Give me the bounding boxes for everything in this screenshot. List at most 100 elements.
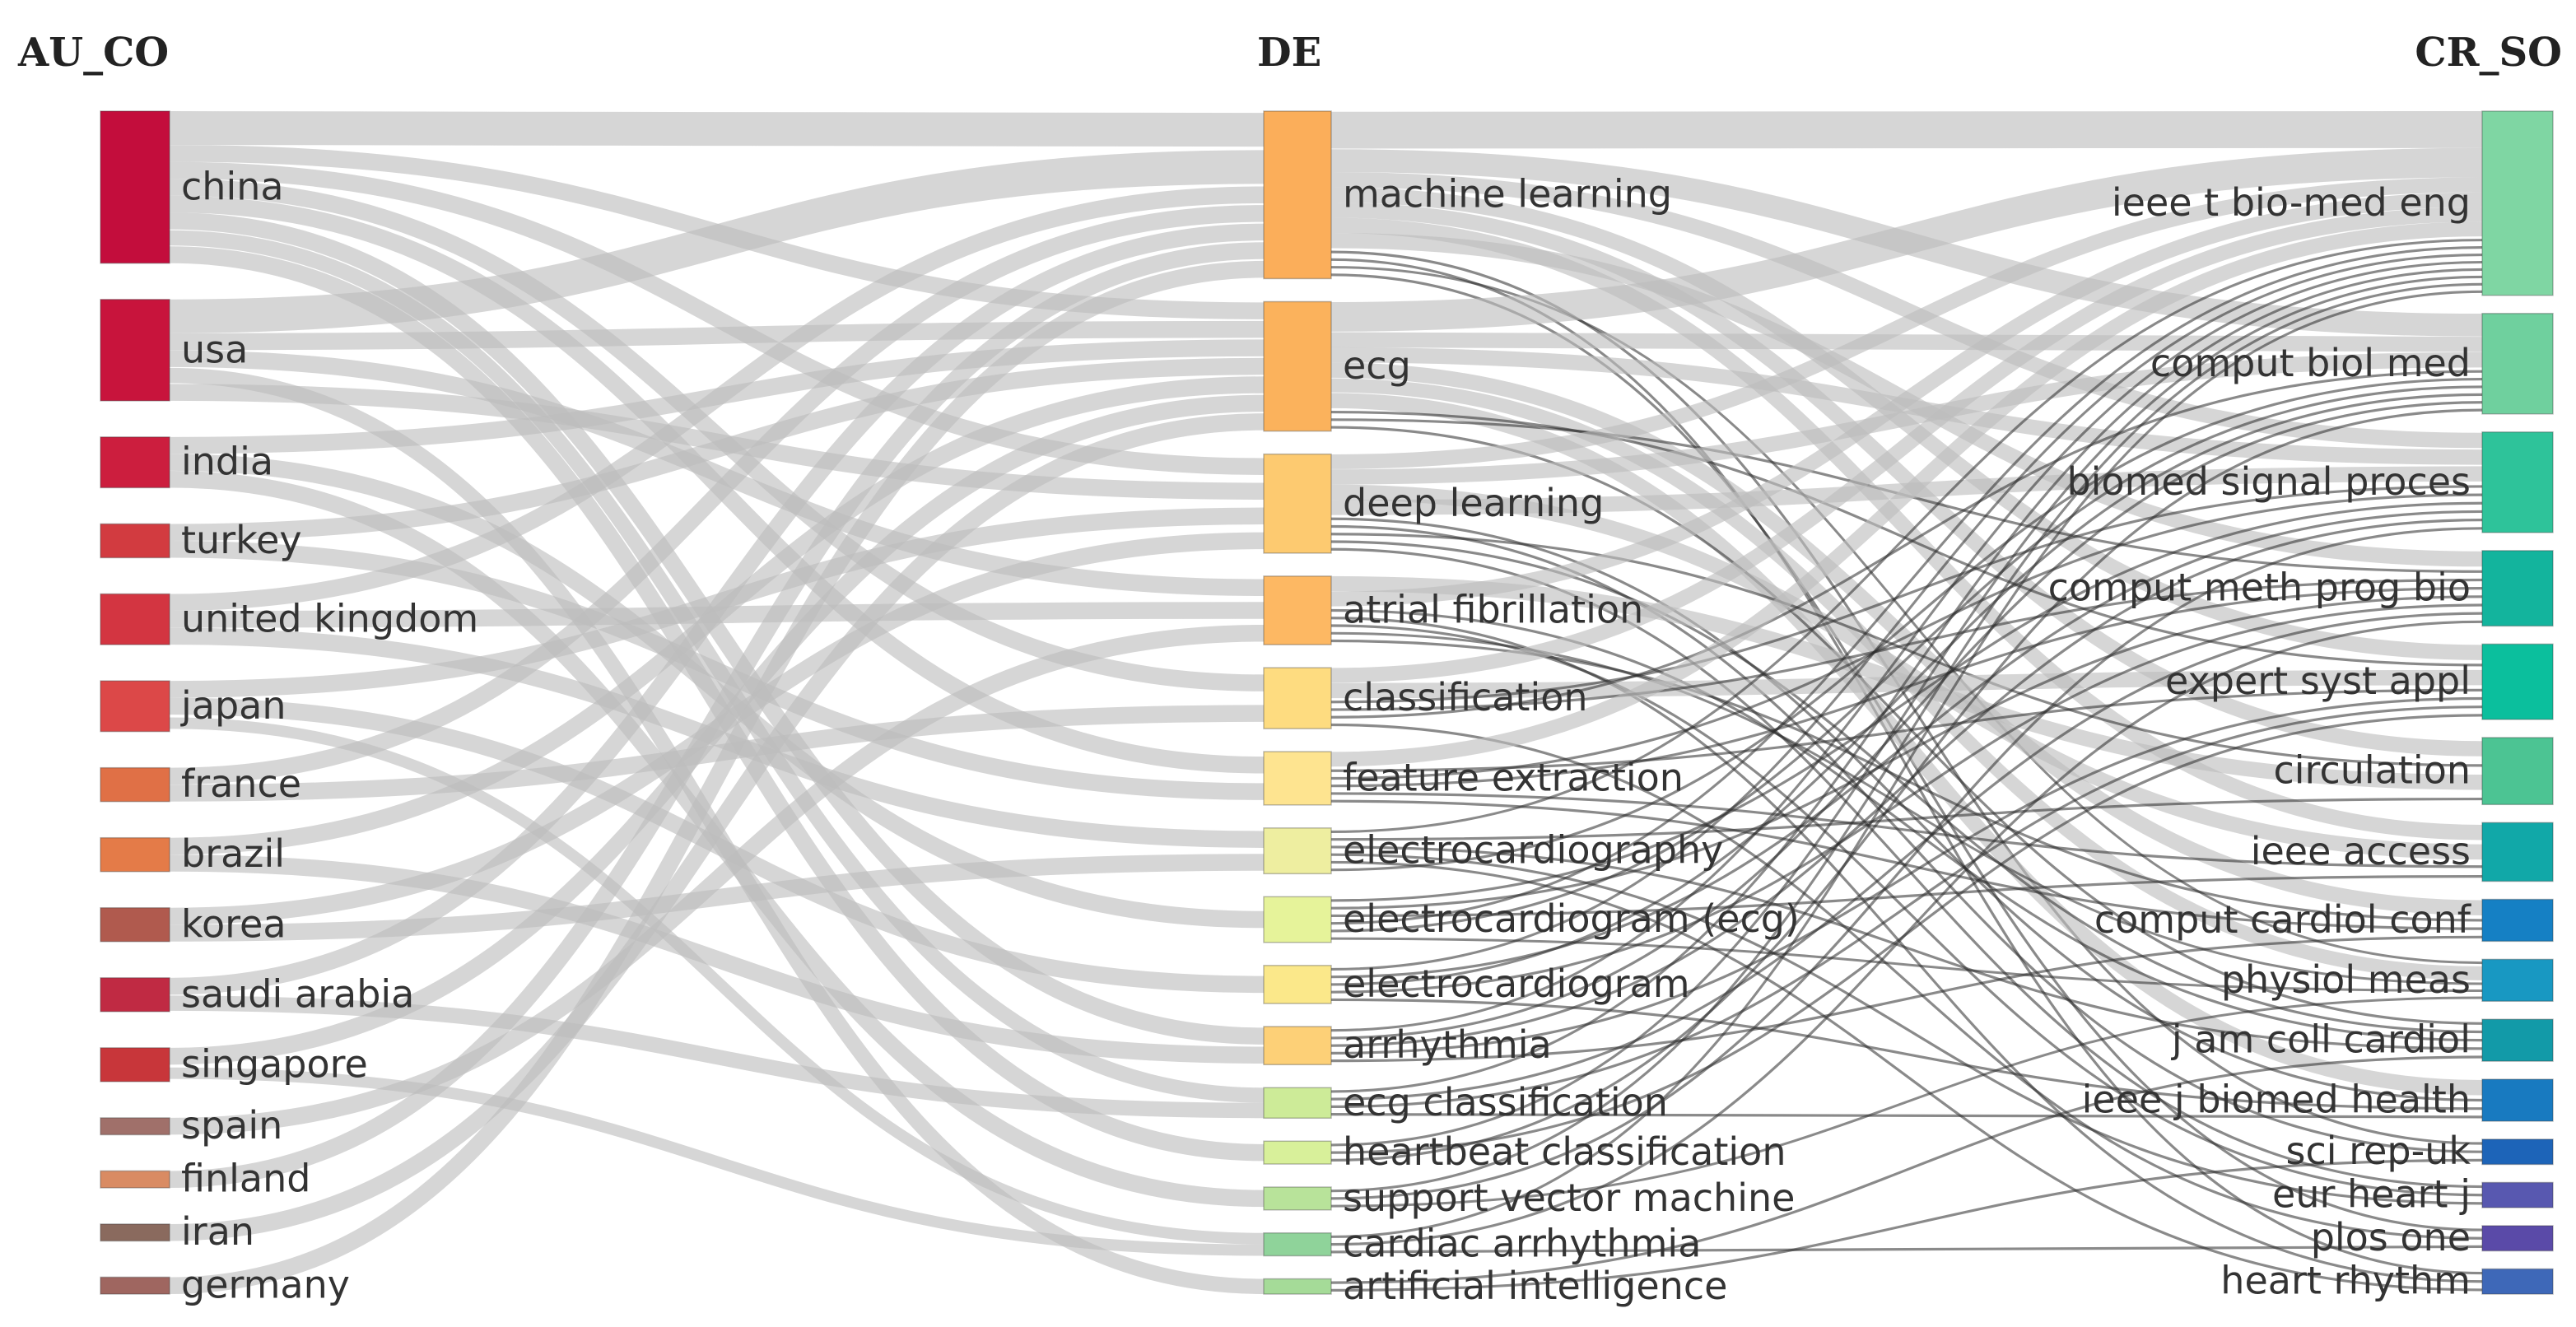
label-de-electrocardiogram: electrocardiogram	[1343, 961, 1690, 1006]
link-india-to-electrocardiogram-ecg	[169, 454, 1265, 929]
node-au-co-united-kingdom[interactable]	[100, 593, 170, 645]
node-au-co-singapore[interactable]	[100, 1047, 170, 1083]
node-de-ecg-classification[interactable]	[1263, 1087, 1332, 1120]
column-title-au-co: AU_CO	[17, 30, 169, 76]
label-de-machine-learning: machine learning	[1343, 172, 1672, 217]
node-cr-so-expert-syst-appl[interactable]	[2481, 643, 2554, 720]
node-cr-so-comput-biol-med[interactable]	[2481, 313, 2554, 415]
link-electrocardiography-to-comput-biol-med	[1330, 377, 2483, 872]
label-au-co-singapore: singapore	[181, 1041, 368, 1086]
node-cr-so-circulation[interactable]	[2481, 737, 2554, 806]
label-de-arrhythmia: arrhythmia	[1343, 1022, 1552, 1067]
label-cr-so-comput-biol-med: comput biol med	[2150, 341, 2471, 385]
label-au-co-china: china	[181, 164, 284, 208]
node-de-atrial-fibrillation[interactable]	[1263, 575, 1332, 645]
node-de-feature-extraction[interactable]	[1263, 751, 1332, 806]
link-heartbeat-classification-to-comput-biol-med	[1330, 408, 2483, 1162]
link-atrial-fibrillation-to-comput-cardiol-conf	[1330, 639, 2483, 922]
link-machine-learning-to-circulation	[1330, 202, 2483, 757]
node-de-electrocardiography[interactable]	[1263, 827, 1332, 875]
node-de-heartbeat-classification[interactable]	[1263, 1140, 1332, 1165]
link-electrocardiogram-to-comput-meth-prog-bio	[1330, 603, 2483, 994]
node-de-electrocardiogram-ecg[interactable]	[1263, 896, 1332, 943]
link-feature-extraction-to-comput-meth-prog-bio	[1330, 587, 2483, 788]
node-de-artificial-intelligence[interactable]	[1263, 1278, 1332, 1295]
node-cr-so-comput-meth-prog-bio[interactable]	[2481, 550, 2554, 627]
label-de-electrocardiography: electrocardiography	[1343, 828, 1723, 873]
link-classification-to-comput-biol-med	[1330, 370, 2483, 719]
node-au-co-japan[interactable]	[100, 680, 170, 733]
node-au-co-brazil[interactable]	[100, 836, 170, 873]
link-support-vector-machine-to-physiol-meas	[1330, 996, 2483, 1208]
node-cr-so-plos-one[interactable]	[2481, 1225, 2554, 1252]
node-de-ecg[interactable]	[1263, 300, 1332, 432]
link-deep-learning-to-sci-rep-uk	[1330, 524, 2483, 1153]
node-cr-so-sci-rep-uk[interactable]	[2481, 1138, 2554, 1166]
link-feature-extraction-to-biomed-signal-proces	[1330, 493, 2483, 780]
node-au-co-germany[interactable]	[100, 1276, 170, 1295]
node-au-co-usa[interactable]	[100, 298, 170, 402]
node-de-machine-learning[interactable]	[1263, 110, 1332, 280]
label-de-electrocardiogram-ecg: electrocardiogram (ecg)	[1343, 896, 1800, 941]
link-feature-extraction-to-ieee-access	[1330, 792, 2483, 868]
label-cr-so-sci-rep-uk: sci rep-uk	[2286, 1129, 2471, 1173]
node-de-cardiac-arrhythmia[interactable]	[1263, 1232, 1332, 1257]
node-cr-so-comput-cardiol-conf[interactable]	[2481, 898, 2554, 943]
label-de-heartbeat-classification: heartbeat classification	[1343, 1129, 1786, 1174]
link-deep-learning-to-ieee-t-bio-med-eng	[1330, 177, 2483, 469]
link-arrhythmia-to-ieee-t-bio-med-eng	[1330, 260, 2483, 1032]
node-au-co-iran[interactable]	[100, 1223, 170, 1242]
link-atrial-fibrillation-to-physiol-meas	[1330, 631, 2483, 985]
link-electrocardiogram-ecg-to-comput-meth-prog-bio	[1330, 595, 2483, 910]
node-au-co-korea[interactable]	[100, 907, 170, 943]
label-au-co-saudi-arabia: saudi arabia	[181, 971, 414, 1016]
label-de-artificial-intelligence: artificial intelligence	[1343, 1264, 1727, 1308]
node-au-co-france[interactable]	[100, 766, 170, 803]
node-cr-so-j-am-coll-cardiol[interactable]	[2481, 1018, 2554, 1062]
link-electrocardiography-to-ieee-t-bio-med-eng	[1330, 239, 2483, 834]
node-de-classification[interactable]	[1263, 667, 1332, 729]
node-au-co-china[interactable]	[100, 110, 170, 264]
link-usa-to-ecg	[169, 320, 1265, 351]
link-electrocardiogram-to-ieee-t-bio-med-eng	[1330, 253, 2483, 971]
label-de-cardiac-arrhythmia: cardiac arrhythmia	[1343, 1222, 1701, 1266]
link-ecg-to-expert-syst-appl	[1330, 410, 2483, 667]
link-artificial-intelligence-to-j-am-coll-cardiol	[1330, 1055, 2483, 1284]
node-au-co-india[interactable]	[100, 436, 170, 489]
link-electrocardiogram-to-comput-biol-med	[1330, 393, 2483, 986]
link-france-to-classification	[169, 705, 1265, 802]
link-japan-to-cardiac-arrhythmia	[169, 717, 1265, 1245]
link-singapore-to-cardiac-arrhythmia	[169, 1067, 1265, 1256]
node-cr-so-ieee-t-bio-med-eng[interactable]	[2481, 110, 2554, 296]
node-de-deep-learning[interactable]	[1263, 453, 1332, 554]
label-cr-so-eur-heart-j: eur heart j	[2272, 1172, 2471, 1217]
link-ecg-classification-to-comput-meth-prog-bio	[1330, 612, 2483, 1101]
label-de-classification: classification	[1343, 675, 1588, 719]
link-germany-to-machine-learning	[169, 260, 1265, 1294]
node-de-arrhythmia[interactable]	[1263, 1026, 1332, 1066]
node-au-co-saudi-arabia[interactable]	[100, 977, 170, 1013]
node-cr-so-biomed-signal-proces[interactable]	[2481, 431, 2554, 533]
label-cr-so-biomed-signal-proces: biomed signal proces	[2066, 459, 2471, 504]
link-usa-to-atrial-fibrillation	[169, 350, 1265, 597]
label-au-co-united-kingdom: united kingdom	[181, 596, 478, 640]
node-cr-so-heart-rhythm[interactable]	[2481, 1268, 2554, 1295]
label-cr-so-j-am-coll-cardiol: j am coll cardiol	[2171, 1017, 2471, 1062]
node-au-co-turkey[interactable]	[100, 523, 170, 559]
node-cr-so-ieee-j-biomed-health[interactable]	[2481, 1078, 2554, 1122]
node-cr-so-eur-heart-j[interactable]	[2481, 1181, 2554, 1208]
node-au-co-finland[interactable]	[100, 1170, 170, 1189]
label-de-feature-extraction: feature extraction	[1343, 756, 1684, 800]
link-iran-to-ecg	[169, 413, 1265, 1241]
node-de-electrocardiogram[interactable]	[1263, 965, 1332, 1004]
link-electrocardiography-to-circulation	[1330, 797, 2483, 841]
label-au-co-india: india	[181, 440, 273, 484]
link-finland-to-machine-learning	[169, 242, 1265, 1188]
node-de-support-vector-machine[interactable]	[1263, 1186, 1332, 1211]
node-au-co-spain[interactable]	[100, 1117, 170, 1136]
link-support-vector-machine-to-biomed-signal-proces	[1330, 527, 2483, 1200]
node-cr-so-ieee-access[interactable]	[2481, 822, 2554, 882]
node-cr-so-physiol-meas[interactable]	[2481, 958, 2554, 1002]
link-electrocardiogram-ecg-to-comput-biol-med	[1330, 385, 2483, 933]
link-usa-to-machine-learning	[169, 150, 1265, 333]
